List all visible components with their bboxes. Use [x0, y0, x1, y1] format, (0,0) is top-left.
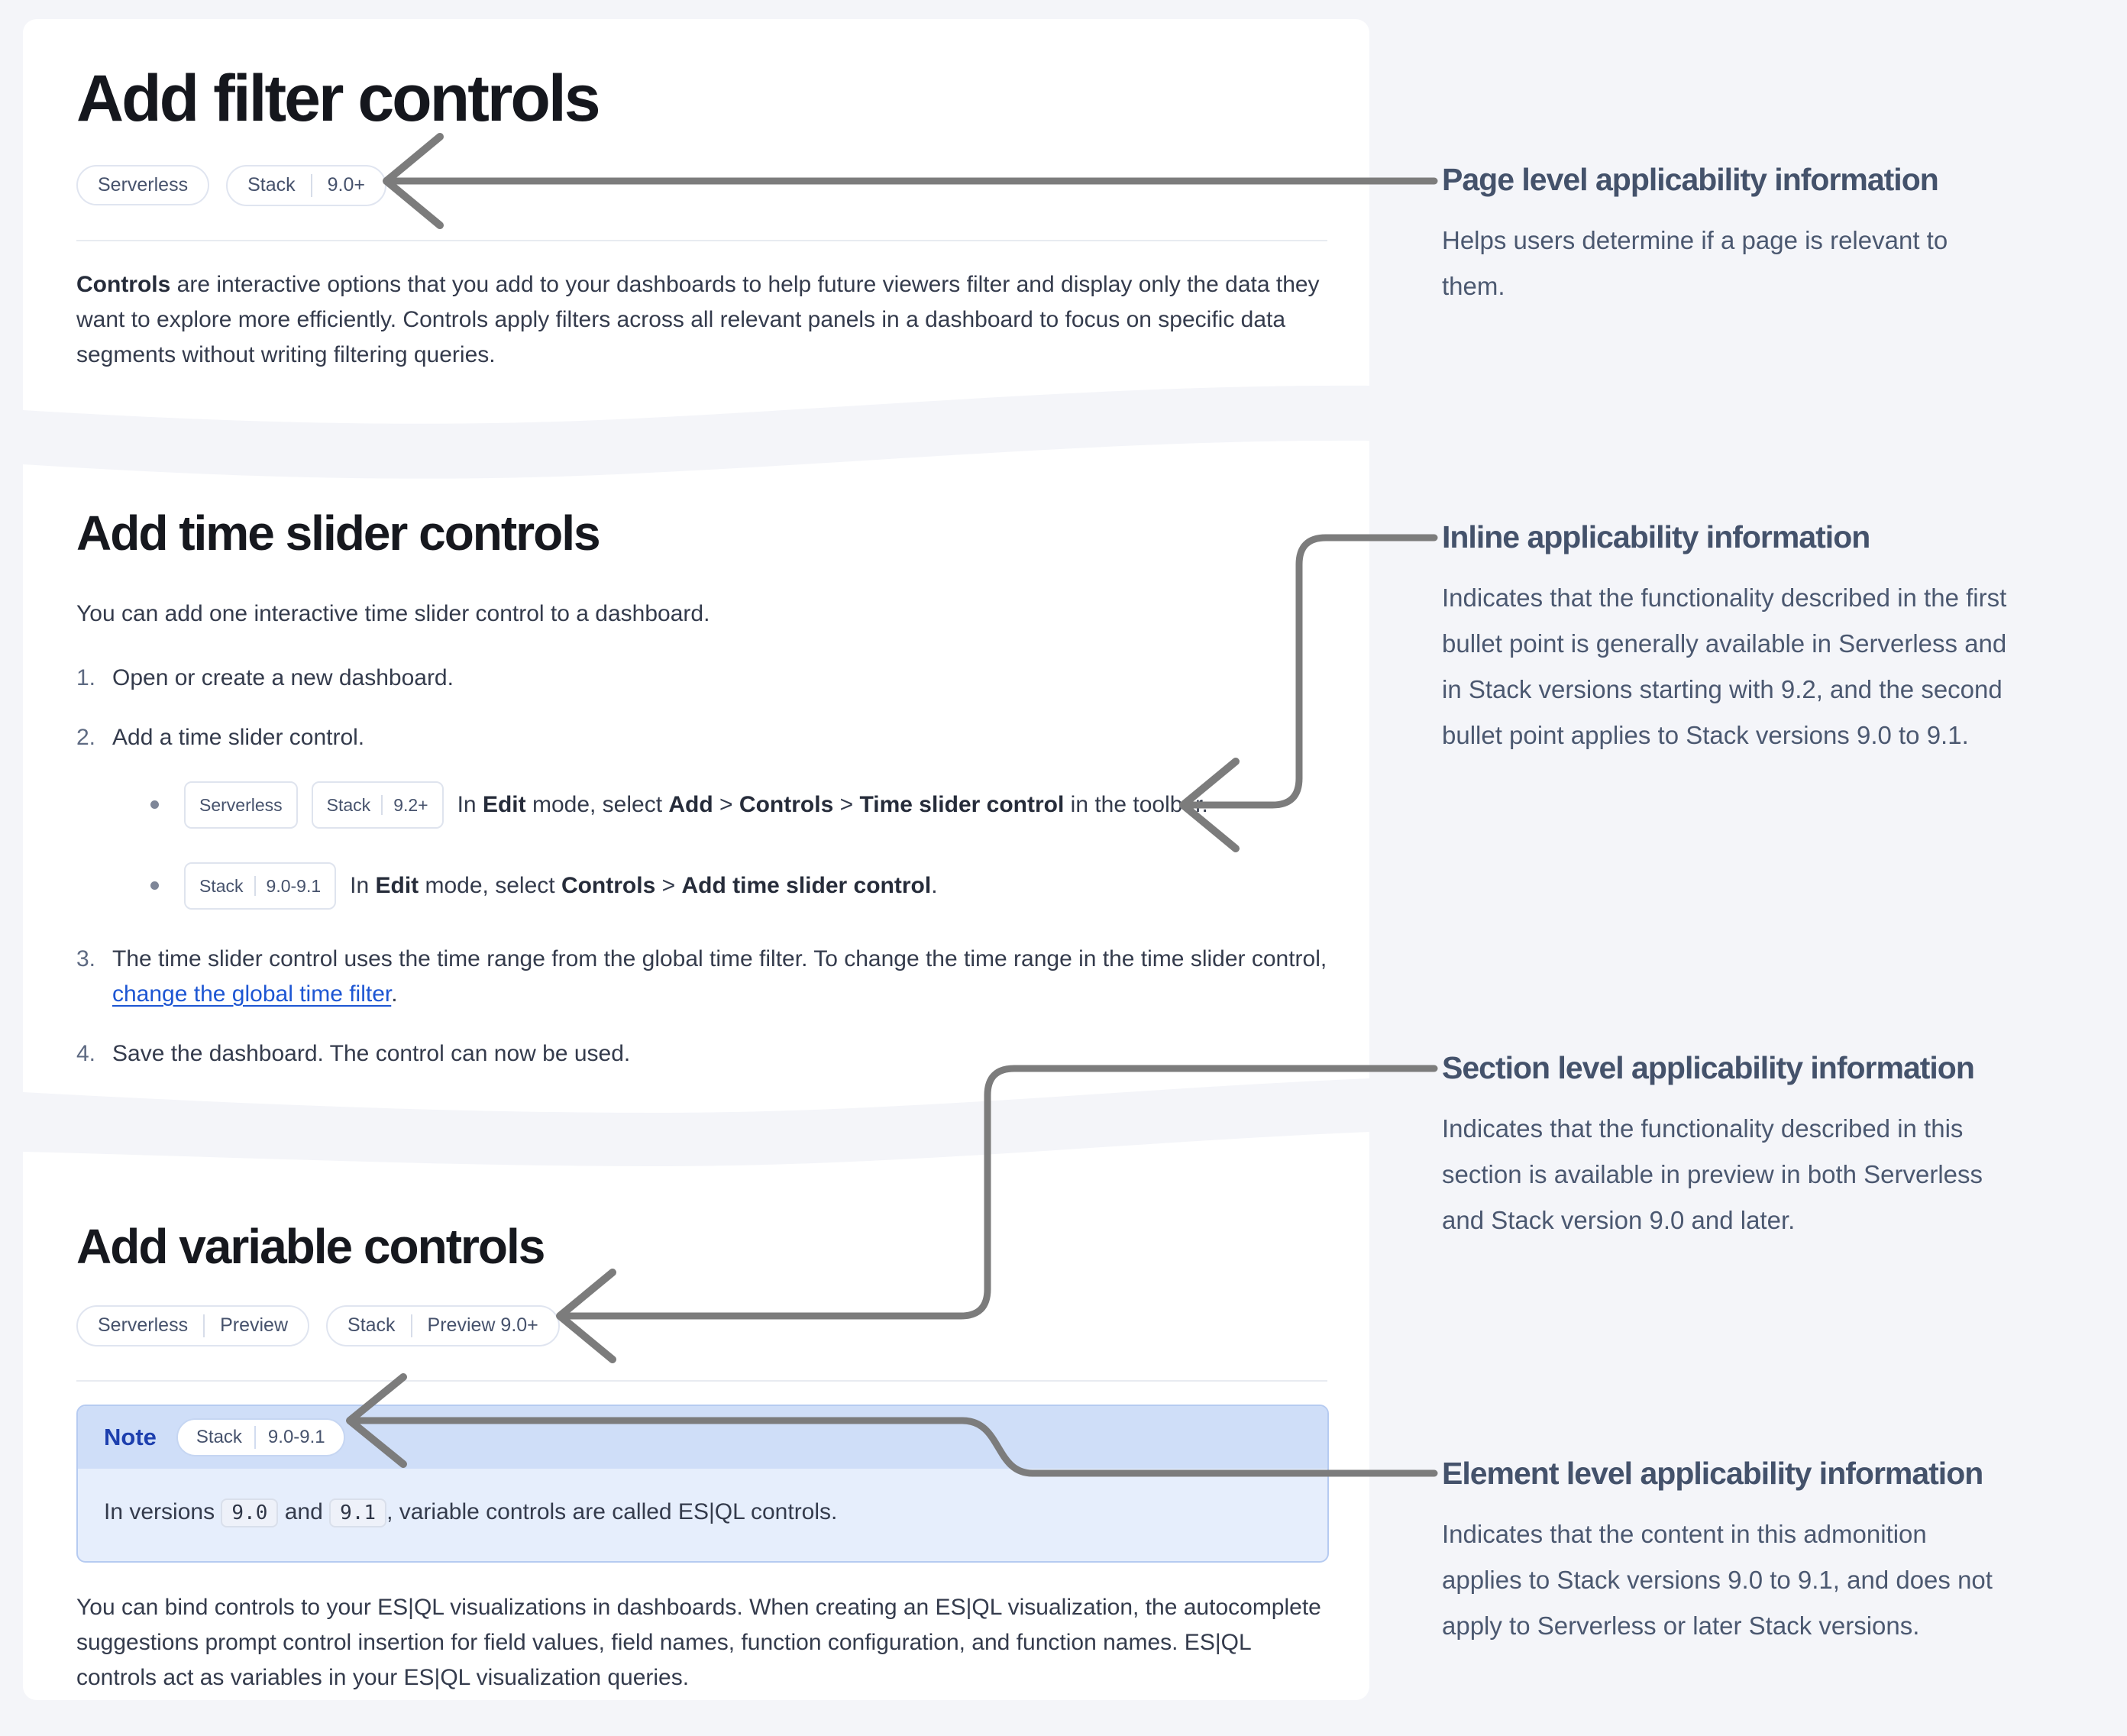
step-2-bullets: Serverless Stack 9.2+ In Edit mode, sele… [150, 781, 1329, 910]
badge-label: Stack [247, 174, 296, 196]
intro-paragraph: Controls are interactive options that yo… [76, 271, 1320, 367]
outro-paragraph: You can bind controls to your ES|QL visu… [76, 1594, 1321, 1690]
annotation-page-level: Page level applicability information Hel… [1442, 162, 2038, 309]
annotation-body: Helps users determine if a page is relev… [1442, 226, 1948, 301]
annotation-inline-level: Inline applicability information Indicat… [1442, 519, 2038, 758]
badge-divider [381, 794, 383, 815]
step-number: 1. [76, 664, 96, 690]
annotation-title: Inline applicability information [1442, 519, 1870, 554]
badge-serverless[interactable]: Serverless [76, 165, 210, 206]
bullet-icon [150, 800, 159, 810]
annotation-title: Page level applicability information [1442, 162, 1939, 197]
annotation-body: Indicates that the functionality describ… [1442, 1114, 1983, 1235]
badge-version: 9.0-9.1 [266, 875, 322, 896]
badge-label: Stack [199, 875, 244, 896]
step-number: 3. [76, 946, 96, 971]
badge-label: Stack [326, 794, 371, 815]
section-add-variable-controls: Add variable controls Serverless Preview… [76, 1219, 1329, 1696]
badge-note-stack-version[interactable]: Stack 9.0-9.1 [176, 1418, 345, 1456]
step-4: 4. Save the dashboard. The control can n… [76, 1036, 1329, 1072]
section-divider [76, 239, 1327, 241]
badge-divider [310, 173, 312, 197]
step-text: Add a time slider control. [112, 724, 365, 750]
annotation-section-level: Section level applicability information … [1442, 1050, 2038, 1243]
annotation-body: Indicates that the functionality describ… [1442, 584, 2007, 750]
step-3: 3. The time slider control uses the time… [76, 942, 1329, 1012]
badge-label: Stack [347, 1314, 396, 1337]
badge-stack-preview-version[interactable]: Stack Preview 9.0+ [326, 1304, 560, 1346]
badge-divider [254, 875, 256, 896]
bullet-text: In Edit mode, select Add > Controls > Ti… [457, 791, 1208, 817]
note-body: In versions 9.0 and 9.1, variable contro… [78, 1469, 1327, 1561]
badge-version: 9.0+ [327, 174, 365, 196]
badge-label: Serverless [98, 1314, 189, 1337]
badge-stack-version[interactable]: Stack 9.2+ [311, 781, 444, 829]
page-level-badges: Serverless Stack 9.0+ [76, 164, 1329, 206]
badge-serverless[interactable]: Serverless [184, 781, 298, 829]
annotation-title: Section level applicability information [1442, 1050, 1975, 1085]
step-number: 4. [76, 1040, 96, 1066]
step-number: 2. [76, 724, 96, 750]
bullet-icon [150, 881, 159, 891]
step-text: Open or create a new dashboard. [112, 664, 454, 690]
badge-lifecycle-version: Preview 9.0+ [427, 1314, 538, 1337]
bullet-stack-90-91: Stack 9.0-9.1 In Edit mode, select Contr… [150, 862, 1329, 910]
annotation-element-level: Element level applicability information … [1442, 1456, 2038, 1649]
badge-version: 9.2+ [393, 794, 428, 815]
badge-divider [203, 1314, 205, 1337]
badge-label: Serverless [199, 794, 283, 815]
badge-serverless-preview[interactable]: Serverless Preview [76, 1304, 310, 1346]
step-text: Save the dashboard. The control can now … [112, 1040, 631, 1066]
ordered-steps: 1. Open or create a new dashboard. 2. Ad… [76, 661, 1329, 1072]
section-intro: You can add one interactive time slider … [76, 600, 710, 626]
step-text: The time slider control uses the time ra… [112, 946, 1327, 1007]
badge-lifecycle: Preview [220, 1314, 289, 1337]
section-title: Add time slider controls [76, 506, 601, 561]
badge-stack-version[interactable]: Stack 9.0-9.1 [184, 862, 337, 910]
annotation-body: Indicates that the content in this admon… [1442, 1520, 1993, 1641]
badge-label: Stack [196, 1426, 242, 1447]
badge-stack-version[interactable]: Stack 9.0+ [226, 164, 386, 206]
section-add-filter-controls: Add filter controls Serverless Stack 9.0… [76, 63, 1329, 373]
badge-label: Serverless [98, 174, 189, 196]
note-admonition: Note Stack 9.0-9.1 In versions 9.0 and 9… [76, 1404, 1329, 1563]
note-header: Note Stack 9.0-9.1 [78, 1405, 1327, 1469]
badge-version: 9.0-9.1 [267, 1426, 325, 1447]
page-title: Add filter controls [76, 62, 601, 135]
section-add-time-slider-controls: Add time slider controls You can add one… [76, 506, 1329, 1072]
step-1: 1. Open or create a new dashboard. [76, 661, 1329, 696]
global-time-filter-link[interactable]: change the global time filter [112, 981, 392, 1007]
section-level-badges: Serverless Preview Stack Preview 9.0+ [76, 1304, 1329, 1346]
bullet-serverless-stack-92: Serverless Stack 9.2+ In Edit mode, sele… [150, 781, 1329, 829]
bullet-text: In Edit mode, select Controls > Add time… [350, 872, 938, 898]
step-2: 2. Add a time slider control. Serverless… [76, 720, 1329, 917]
note-label: Note [104, 1423, 157, 1450]
wave-divider-bottom [23, 1078, 1369, 1166]
section-title: Add variable controls [76, 1219, 545, 1274]
content-column: Add filter controls Serverless Stack 9.0… [23, 19, 1369, 1700]
wave-divider-top [23, 385, 1369, 479]
annotation-title: Element level applicability information [1442, 1456, 1983, 1491]
section-divider [76, 1379, 1327, 1382]
badge-divider [410, 1314, 412, 1337]
badge-divider [254, 1425, 256, 1449]
